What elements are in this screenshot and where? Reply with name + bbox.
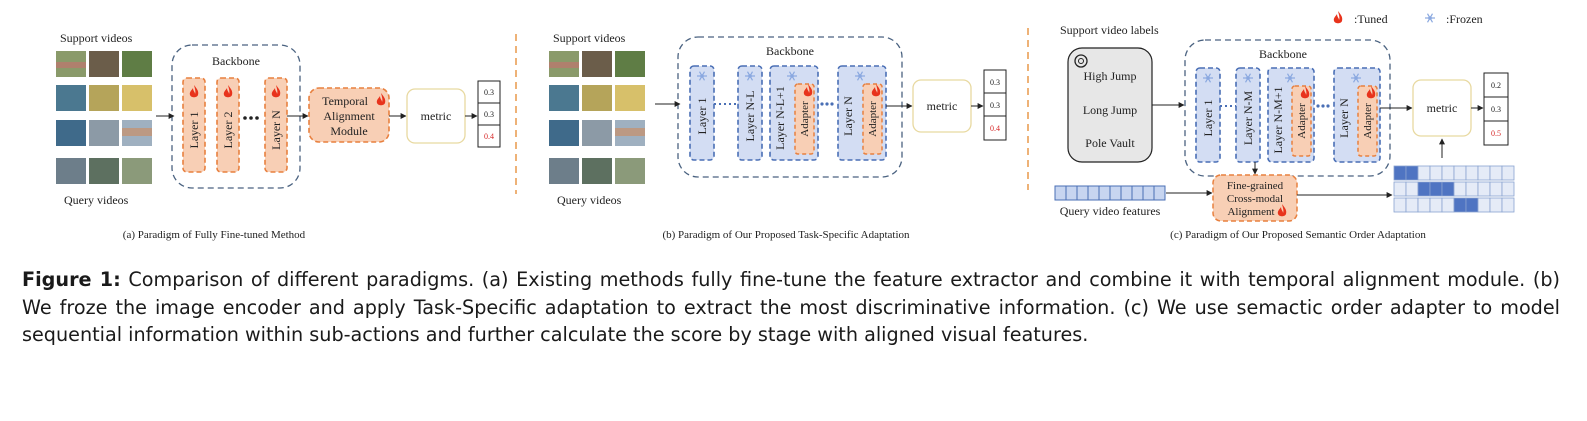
score-value: 0.3 (990, 78, 1000, 87)
layer-n-block (264, 77, 288, 173)
score-value: 0.3 (1491, 105, 1501, 114)
layer-1-block (1195, 67, 1221, 163)
backbone-box (677, 36, 903, 178)
score-value: 0.3 (484, 110, 494, 119)
panel-b: Support videos Query videos Backbone Lay… (549, 31, 1007, 241)
panel-a: Support videos Query videos Backbone Lay… (56, 31, 501, 241)
score-table (983, 69, 1007, 141)
layer-1-block (689, 65, 715, 161)
metric-label: metric (421, 109, 452, 123)
backbone-label: Backbone (1259, 47, 1307, 61)
adapter-label: Adapter (867, 101, 879, 137)
score-value-highlight: 0.4 (990, 124, 1000, 133)
fine-grained-line: Fine-grained (1227, 180, 1284, 192)
module-line: Module (330, 124, 367, 138)
figure-caption-text: Comparison of different paradigms. (a) E… (22, 268, 1560, 346)
layer-label: Layer 1 (695, 98, 709, 135)
adapter-label: Adapter (799, 101, 811, 137)
score-value-highlight: 0.5 (1491, 129, 1501, 138)
snowflake-icon (1424, 13, 1436, 23)
layer-label: Layer 2 (221, 112, 235, 149)
fine-grained-line: Cross-modal (1227, 193, 1283, 205)
support-videos-label: Support videos (60, 31, 133, 45)
temporal-alignment-module (308, 87, 390, 143)
ellipsis-icon (243, 116, 259, 120)
flame-icon (1333, 11, 1343, 24)
layer-1-block (182, 77, 206, 173)
video-thumbnails (549, 51, 645, 184)
panel-b-caption: (b) Paradigm of Our Proposed Task-Specif… (662, 229, 910, 241)
layer-n-m-block (1235, 67, 1261, 163)
score-value: 0.2 (1491, 81, 1501, 90)
support-videos-label: Support videos (553, 31, 626, 45)
adapter-block (1291, 85, 1312, 157)
figure-caption: Figure 1: Comparison of different paradi… (22, 266, 1560, 349)
chatbot-logo-icon (1074, 54, 1088, 68)
adapter-block (1357, 85, 1378, 157)
layer-label: Layer N-L (743, 91, 757, 142)
score-table (477, 80, 501, 148)
metric-label: metric (927, 99, 958, 113)
video-thumbnails (56, 51, 152, 184)
backbone-label: Backbone (766, 44, 814, 58)
layer-label: Layer 1 (187, 112, 201, 149)
panel-a-caption: (a) Paradigm of Fully Fine-tuned Method (123, 229, 306, 241)
legend-tuned: :Tuned (1354, 12, 1388, 26)
ellipsis-icon (820, 102, 834, 106)
panel-c: Support video labels High Jump Long Jump… (1054, 23, 1515, 241)
support-video-labels-title: Support video labels (1060, 23, 1159, 37)
query-feature-tokens (1054, 185, 1166, 201)
query-videos-label: Query videos (557, 193, 622, 207)
support-label-item: Long Jump (1083, 103, 1137, 117)
paradigm-figure: :Tuned :Frozen Support videos Query vide… (56, 11, 1515, 241)
layer-n-l-block (737, 65, 763, 161)
layer-label: Layer 1 (1201, 100, 1215, 137)
score-value-highlight: 0.4 (484, 132, 494, 141)
layer-label: Layer N (841, 96, 855, 136)
fine-grained-line: Alignment (1227, 206, 1274, 218)
layer-label: Layer N-M (1241, 91, 1255, 146)
layer-2-block (216, 77, 240, 173)
layer-label: Layer N-L+1 (773, 86, 787, 150)
adapter-label: Adapter (1362, 103, 1374, 139)
layer-label: Layer N (1337, 98, 1351, 138)
fine-grained-alignment-module (1212, 174, 1298, 222)
score-value: 0.3 (990, 101, 1000, 110)
query-videos-label: Query videos (64, 193, 129, 207)
module-line: Temporal (322, 94, 368, 108)
metric-label: metric (1427, 101, 1458, 115)
score-value: 0.3 (484, 88, 494, 97)
figure-label: Figure 1: (22, 268, 121, 291)
backbone-label: Backbone (212, 54, 260, 68)
adapter-block (862, 83, 883, 155)
module-line: Alignment (323, 109, 375, 123)
alignment-matrix (1393, 165, 1515, 213)
ellipsis-icon (1316, 104, 1330, 108)
query-features-label: Query video features (1060, 204, 1161, 218)
score-table (1483, 72, 1509, 146)
panel-c-caption: (c) Paradigm of Our Proposed Semantic Or… (1170, 229, 1426, 241)
legend-frozen: :Frozen (1446, 12, 1483, 26)
layer-label: Layer N-M+1 (1271, 86, 1285, 153)
adapter-label: Adapter (1296, 103, 1308, 139)
layer-label: Layer N (269, 110, 283, 150)
support-label-item: Pole Vault (1085, 136, 1135, 150)
support-label-item: High Jump (1083, 69, 1136, 83)
adapter-block (794, 83, 815, 155)
